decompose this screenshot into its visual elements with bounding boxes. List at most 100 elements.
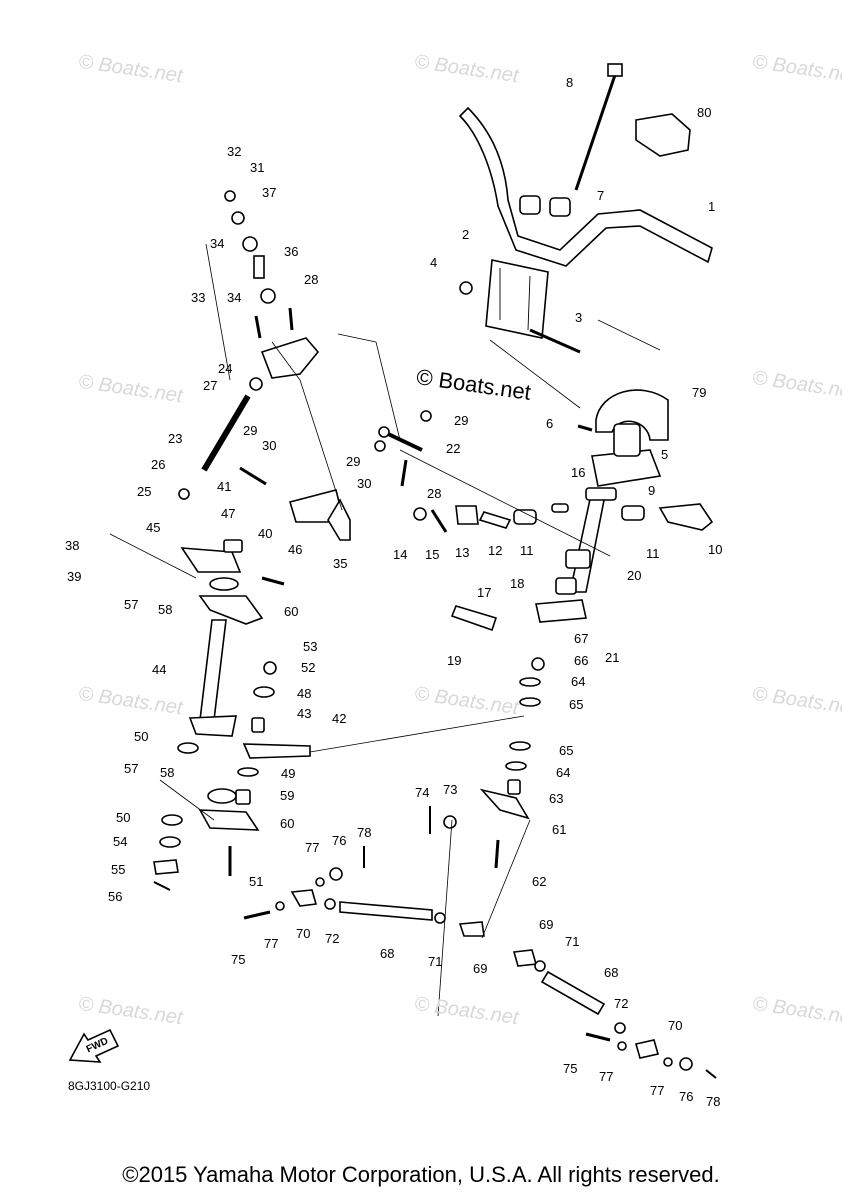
callout-label: 80 [697, 105, 712, 120]
collar-43 [251, 717, 265, 733]
callout-label: 19 [447, 653, 462, 668]
callout-label: 71 [565, 934, 580, 949]
bolt-28-a [254, 315, 262, 339]
washer-50-lower [161, 814, 183, 826]
steering-shaft-44 [199, 619, 227, 721]
callout-label: 58 [160, 765, 175, 780]
callout-label: 76 [679, 1089, 694, 1104]
nut-72-lower [614, 1022, 626, 1034]
nut-73 [443, 815, 457, 829]
callout-label: 77 [264, 936, 279, 951]
column-ring [565, 549, 591, 569]
washer-65-upper [519, 697, 541, 707]
nut-72-upper [324, 898, 336, 910]
callout-label: 40 [258, 526, 273, 541]
callout-label: 65 [559, 743, 574, 758]
diagram-id: 8GJ3100-G210 [68, 1079, 151, 1093]
callout-label: 28 [427, 486, 442, 501]
callout-label: 57 [124, 597, 139, 612]
nut-29-right [374, 440, 386, 452]
callout-label: 10 [708, 542, 723, 557]
washer-77-a [315, 877, 325, 887]
callout-label: 18 [510, 576, 525, 591]
callout-label: 64 [556, 765, 571, 780]
bushing-16 [551, 503, 569, 513]
callout-label: 66 [574, 653, 589, 668]
callout-label: 75 [231, 952, 246, 967]
callout-label: 72 [325, 931, 340, 946]
callout-label: 68 [380, 946, 395, 961]
callout-label: 49 [281, 766, 296, 781]
callout-label: 25 [137, 484, 152, 499]
callout-label: 73 [443, 782, 458, 797]
washer-77-c [617, 1041, 627, 1051]
callout-label: 70 [668, 1018, 683, 1033]
holder-11-right [621, 505, 645, 521]
callout-label: 41 [217, 479, 232, 494]
callout-label: 38 [65, 538, 80, 553]
callout-label: 42 [332, 711, 347, 726]
plate-19 [450, 605, 498, 632]
callout-label: 30 [262, 438, 277, 453]
callout-label: 57 [124, 761, 139, 776]
bushing-34-lower [260, 288, 276, 304]
callout-label: 1 [708, 199, 716, 214]
collar-63 [507, 779, 521, 795]
callout-label: 35 [333, 556, 348, 571]
callout-label: 11 [646, 546, 660, 561]
callout-label: 52 [301, 660, 316, 675]
callout-label: 60 [280, 816, 295, 831]
shaft-arm-44 [188, 715, 237, 737]
callout-label: 67 [574, 631, 589, 646]
callout-label: 65 [569, 697, 584, 712]
handlebar-long-bolt [574, 71, 618, 191]
washer-48 [253, 686, 275, 698]
callout-label: 75 [563, 1061, 578, 1076]
bolt-41 [239, 466, 267, 486]
washer-64-lower [505, 761, 527, 771]
handlebar-holder-left [519, 195, 541, 215]
tie-rod-end-69-upper [458, 921, 485, 937]
bracket-35 [327, 498, 351, 541]
arm-61 [479, 788, 530, 820]
nut-71-upper [434, 912, 446, 924]
callout-label: 61 [552, 822, 567, 837]
callout-label: 36 [284, 244, 299, 259]
callout-label: 50 [134, 729, 149, 744]
bolt-15 [430, 509, 448, 533]
callout-label: 27 [203, 378, 218, 393]
callout-label: 44 [152, 662, 167, 677]
callout-label: 69 [539, 917, 554, 932]
callout-label: 69 [473, 961, 488, 976]
callout-label: 23 [168, 431, 183, 446]
callout-label: 77 [305, 840, 320, 855]
leader-lines [109, 243, 661, 1017]
callout-label: 39 [67, 569, 82, 584]
nut-76-lower [679, 1057, 693, 1071]
nut-52 [263, 661, 277, 675]
callout-label: 53 [303, 639, 318, 654]
handlebar-holder-right [549, 197, 571, 217]
callout-label: 76 [332, 833, 347, 848]
callout-label: 34 [227, 290, 242, 305]
pitman-arm-45 [180, 547, 242, 573]
callout-label: 56 [108, 889, 123, 904]
callout-label: 2 [462, 227, 470, 242]
column-top [613, 423, 641, 457]
bearing-holder-58-lower [198, 809, 260, 831]
fwd-arrow-icon [68, 1028, 120, 1063]
callout-label: 3 [575, 310, 583, 325]
tie-rod-68-upper [339, 901, 433, 921]
callout-label: 31 [250, 160, 265, 175]
plate-12 [478, 511, 512, 529]
holder-11-left [513, 509, 537, 525]
collar-57 [209, 577, 239, 591]
callout-label: 60 [284, 604, 299, 619]
tie-rod-22 [383, 430, 423, 452]
callout-label: 59 [280, 788, 295, 803]
parts-illustration [68, 63, 717, 1079]
washer-65-lower [509, 741, 531, 751]
callout-label: 22 [446, 441, 461, 456]
washer-49 [237, 767, 259, 777]
bearing-holder-58 [198, 595, 264, 625]
